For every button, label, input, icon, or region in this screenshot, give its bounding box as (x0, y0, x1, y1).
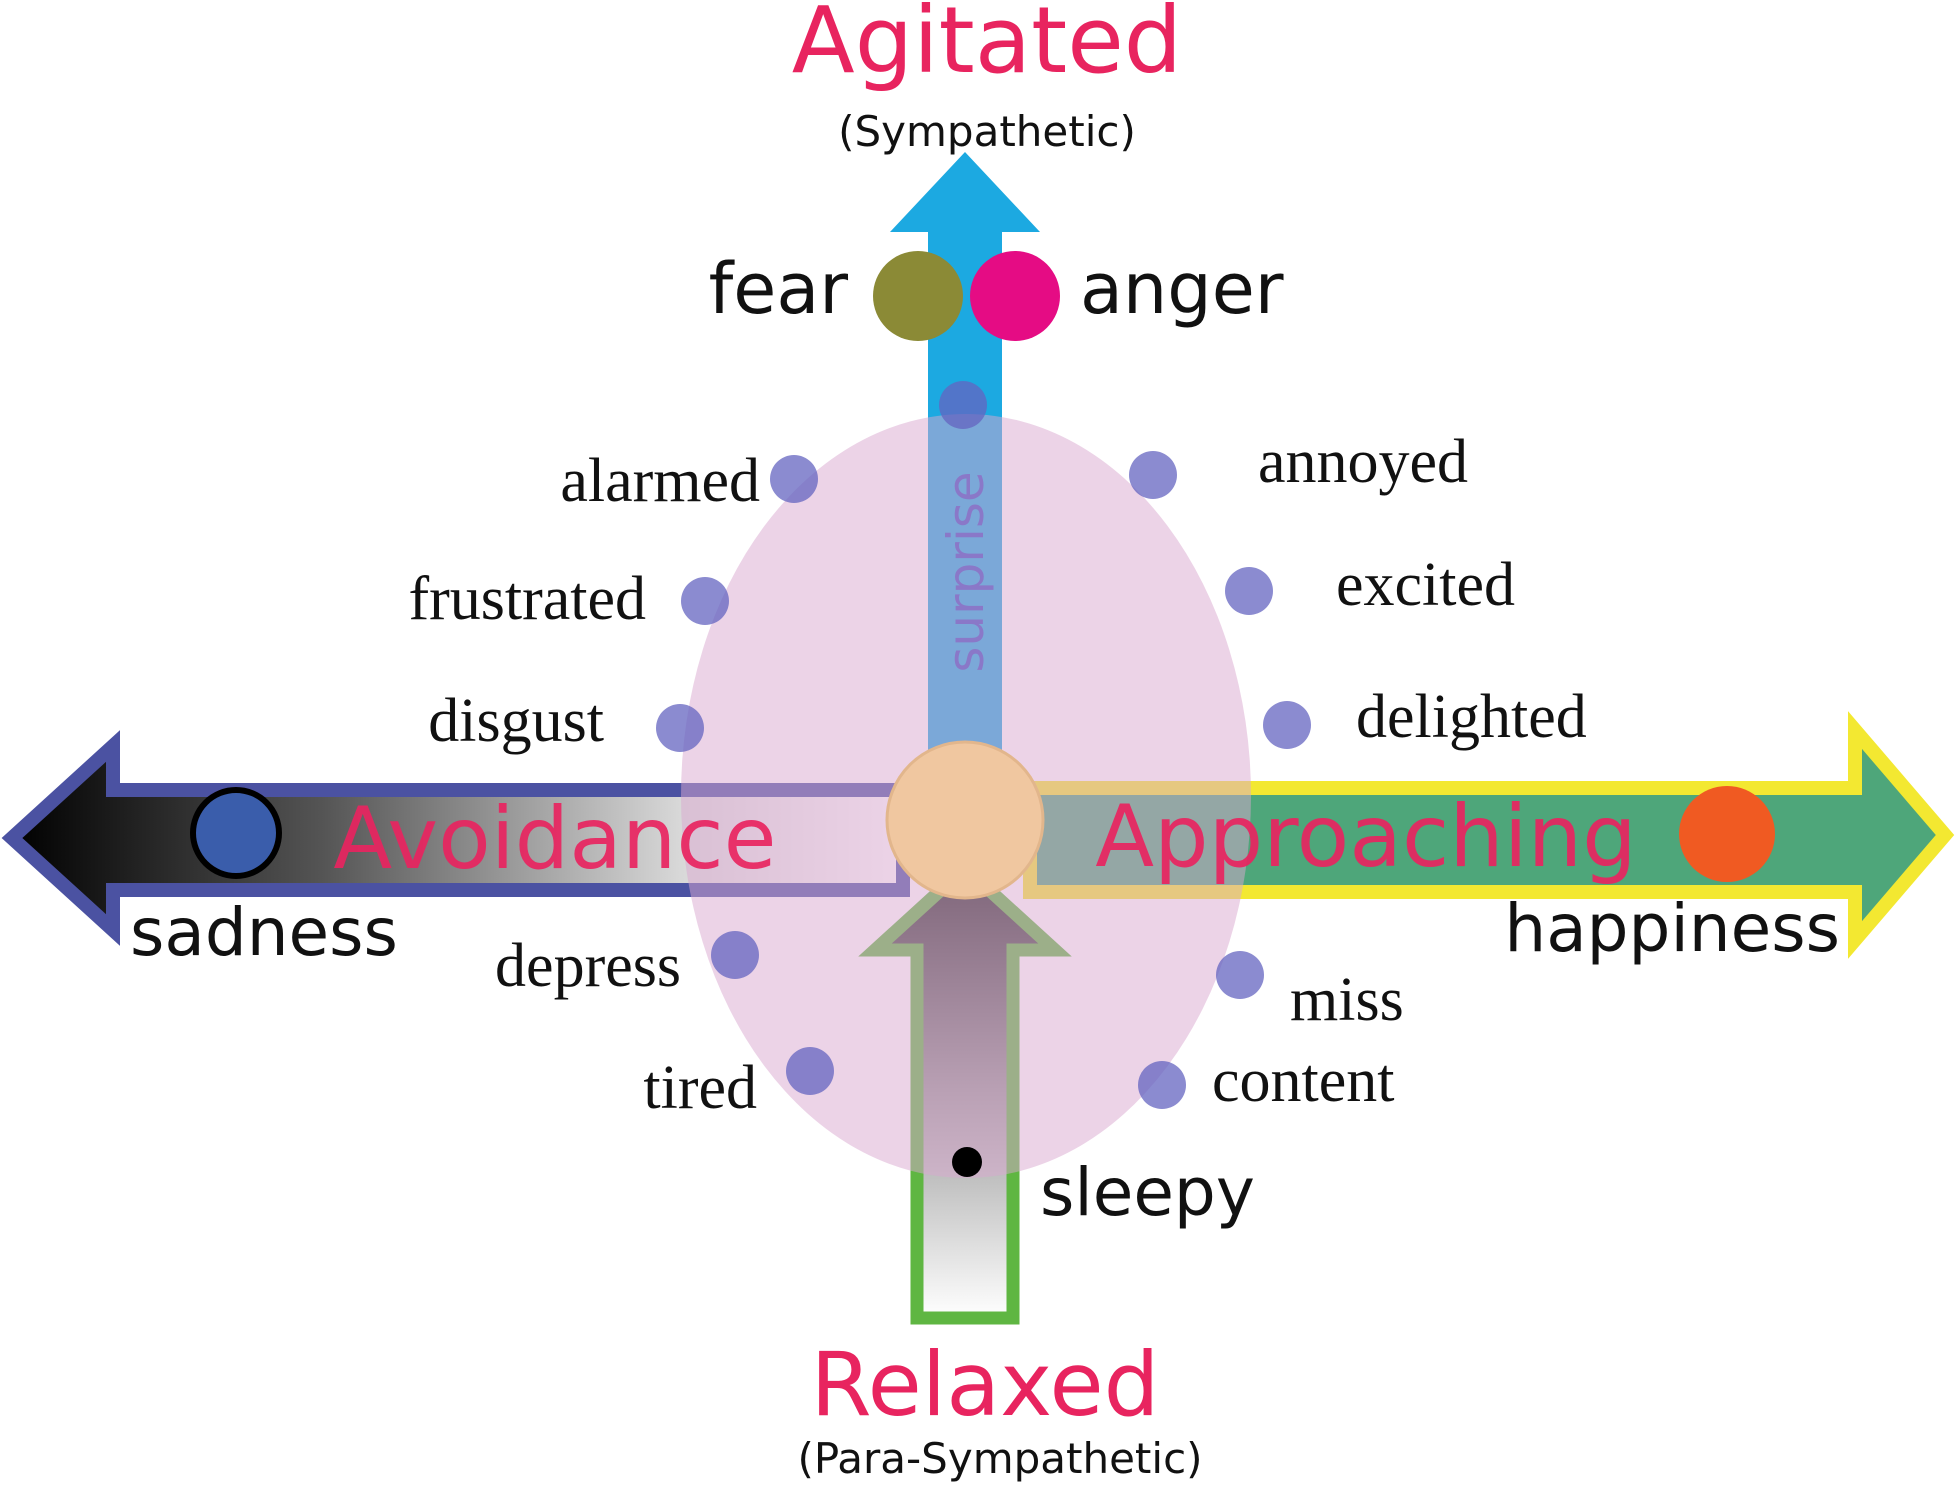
sadness-circle (190, 787, 282, 879)
frustrated-label: frustrated (408, 565, 646, 633)
miss-label: miss (1290, 966, 1404, 1034)
agitated-title: Agitated (792, 0, 1182, 94)
surprise-dot (939, 381, 987, 429)
alarmed-dot (770, 455, 818, 503)
happiness-circle (1679, 786, 1775, 882)
alarmed-label: alarmed (560, 447, 760, 515)
depress-dot (711, 931, 759, 979)
anger-circle (970, 251, 1060, 341)
delighted-dot (1263, 701, 1311, 749)
depress-label: depress (495, 932, 681, 1000)
annoyed-label: annoyed (1258, 428, 1468, 496)
sadness-label: sadness (130, 894, 398, 971)
happiness-label: happiness (1504, 890, 1840, 967)
annoyed-dot (1129, 451, 1177, 499)
sleepy-label: sleepy (1040, 1154, 1255, 1231)
surprise-label: surprise (937, 471, 995, 672)
agitated-subtitle: (Sympathetic) (838, 107, 1136, 156)
avoidance-title: Avoidance (333, 789, 776, 889)
content-dot (1138, 1061, 1186, 1109)
fear-label: fear (709, 248, 849, 330)
miss-dot (1216, 951, 1264, 999)
center-circle (885, 740, 1045, 900)
fear-circle (873, 251, 963, 341)
tired-dot (786, 1047, 834, 1095)
frustrated-dot (681, 577, 729, 625)
excited-dot (1225, 567, 1273, 615)
sleepy-dot (952, 1147, 982, 1177)
tired-label: tired (643, 1054, 757, 1122)
delighted-label: delighted (1356, 683, 1587, 751)
relaxed-title: Relaxed (810, 1333, 1159, 1436)
relaxed-subtitle: (Para-Sympathetic) (797, 1434, 1202, 1483)
excited-label: excited (1336, 551, 1515, 619)
disgust-dot (656, 704, 704, 752)
approaching-title: Approaching (1095, 787, 1637, 887)
anger-label: anger (1080, 248, 1284, 330)
content-label: content (1212, 1047, 1395, 1115)
disgust-label: disgust (428, 687, 604, 755)
